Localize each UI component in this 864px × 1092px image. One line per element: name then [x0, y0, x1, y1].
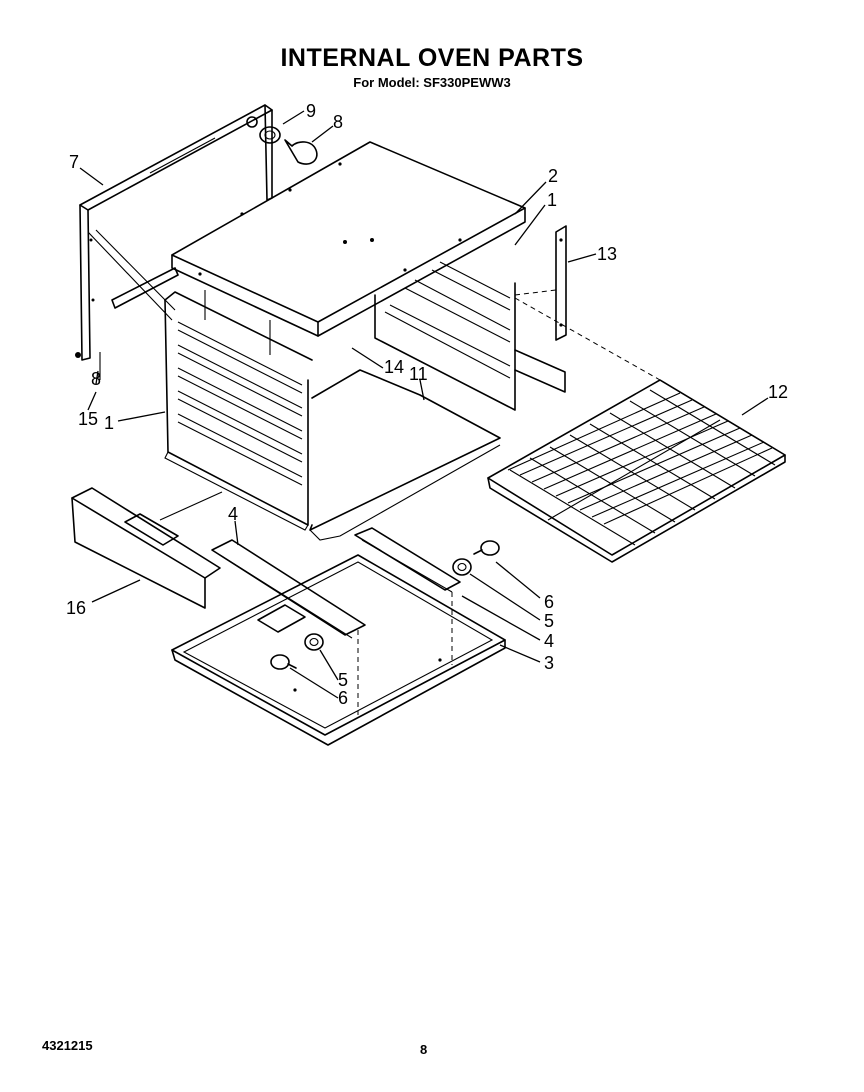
oven-light-bulb: [284, 139, 318, 165]
callout-6-left: 6: [338, 688, 348, 708]
oven-light-socket: [246, 116, 281, 144]
callout-9: 9: [306, 101, 316, 121]
drawer-bumper-right: [473, 540, 500, 556]
right-oven-side-panel: [374, 261, 566, 411]
drawer-roller-left: [304, 633, 324, 651]
callout-15: 15: [78, 409, 98, 429]
left-drawer-slide: [211, 539, 366, 639]
callout-5-left: 5: [338, 670, 348, 690]
callout-4-right: 4: [544, 631, 554, 651]
rack-support-rail: [555, 225, 567, 341]
oven-bottom-panel: [309, 369, 501, 541]
alignment-lines: [99, 289, 661, 715]
page-title: INTERNAL OVEN PARTS: [280, 44, 584, 72]
callout-4-left: 4: [228, 504, 238, 524]
callout-7: 7: [69, 152, 79, 172]
callout-12: 12: [768, 382, 788, 402]
callout-8-lower: 8: [91, 369, 101, 389]
callout-6-right: 6: [544, 592, 554, 612]
callout-3: 3: [544, 653, 554, 673]
right-drawer-slide: [354, 527, 461, 593]
callout-11: 11: [409, 364, 428, 384]
lower-front-panel: [71, 487, 221, 609]
callout-2: 2: [548, 166, 558, 186]
model-subtitle: For Model: SF330PEWW3: [353, 75, 511, 90]
oven-rack: [487, 379, 786, 563]
page-number: 8: [420, 1042, 428, 1057]
callout-14: 14: [384, 357, 404, 377]
callout-1-lower: 1: [104, 413, 114, 433]
oven-top-panel: [171, 141, 526, 337]
callout-1-upper: 1: [547, 190, 557, 210]
callout-5-right: 5: [544, 611, 554, 631]
drawer-bumper-left: [270, 654, 297, 670]
broiler-drawer-pan: [171, 554, 506, 746]
left-oven-side-panel: [164, 290, 313, 531]
document-number: 4321215: [42, 1038, 93, 1053]
rear-vent-panel: [75, 104, 273, 361]
callout-13: 13: [597, 244, 617, 264]
callout-numbers: 9 8 7 2 1 13 14 11 8 15 1 12 4 16 6 5 4 …: [66, 101, 788, 708]
callout-8: 8: [333, 112, 343, 132]
drawer-roller-right: [452, 558, 472, 576]
callout-leaders: [79, 110, 769, 699]
callout-16: 16: [66, 598, 86, 618]
